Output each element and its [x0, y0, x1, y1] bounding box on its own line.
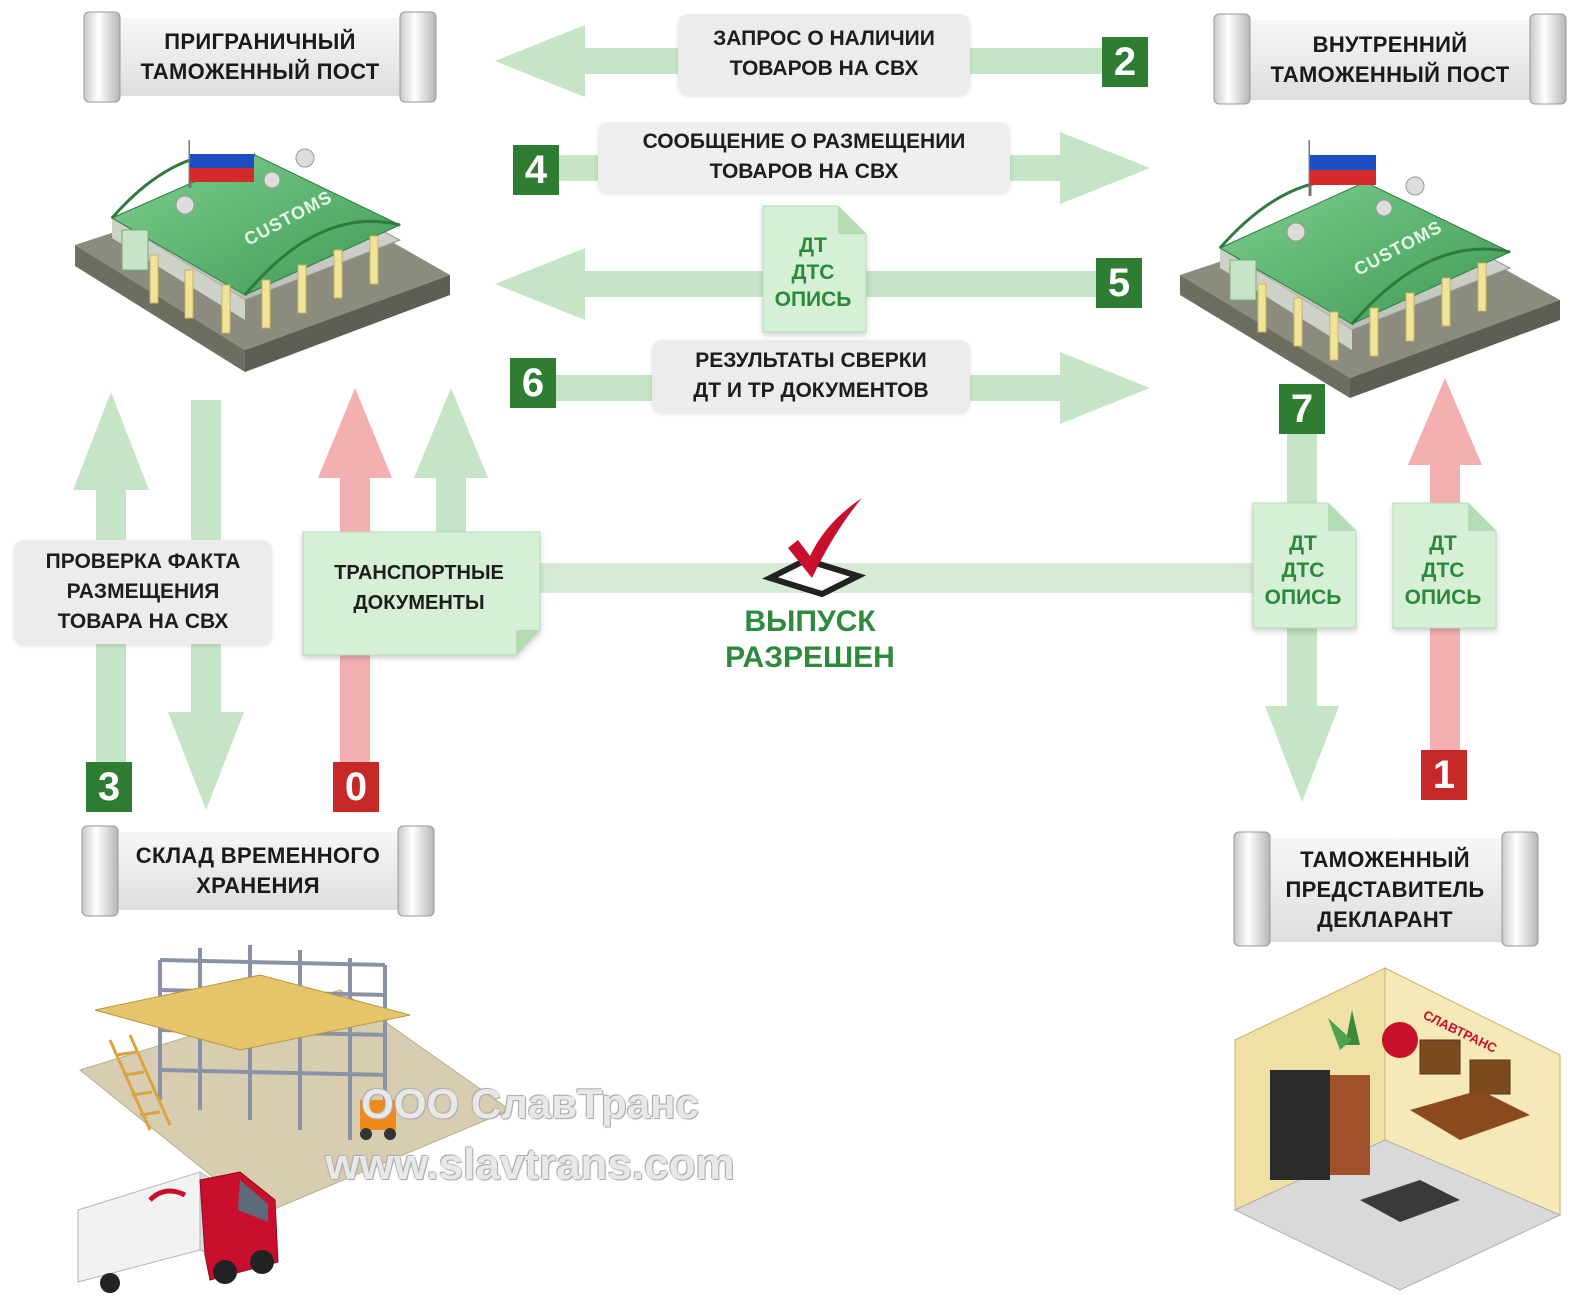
step-badge-4: 4	[513, 145, 559, 195]
scroll-warehouse	[81, 825, 435, 917]
release-line	[540, 563, 1260, 593]
message-request-label: ЗАПРОС О НАЛИЧИИ ТОВАРОВ НА СВХ	[678, 14, 970, 94]
checkmark-icon	[761, 498, 867, 598]
node-border-post-label: ПРИГРАНИЧНЫЙ ТАМОЖЕННЫЙ ПОСТ	[140, 29, 380, 84]
doc-step-5-text: ДТ ДТС ОПИСЬ	[774, 233, 852, 311]
transport-docs-label: ТРАНСПОРТНЫЕ ДОКУМЕНТЫ	[334, 562, 504, 614]
truck-icon	[77, 1171, 279, 1293]
scroll-declarant	[1233, 831, 1539, 947]
step-badge-1: 1	[1421, 750, 1467, 800]
message-reconciliation-label: РЕЗУЛЬТАТЫ СВЕРКИ ДТ И ТР ДОКУМЕНТОВ	[652, 340, 970, 412]
step-badge-6: 6	[510, 358, 556, 408]
declarant-office-icon	[1233, 967, 1562, 1291]
step-badge-2: 2	[1102, 37, 1148, 87]
arrow-transport-up	[414, 388, 488, 540]
message-placement-label: СООБЩЕНИЕ О РАЗМЕЩЕНИИ ТОВАРОВ НА СВХ	[598, 122, 1010, 192]
step-badge-0: 0	[333, 762, 379, 812]
doc-step-1-text: ДТ ДТС ОПИСЬ	[1404, 531, 1482, 609]
doc-step-1	[1392, 502, 1497, 629]
step-badge-5: 5	[1096, 258, 1142, 308]
doc-step-7-text: ДТ ДТС ОПИСЬ	[1264, 531, 1342, 609]
watermark-website: www.slavtrans.com	[325, 1140, 735, 1189]
node-warehouse-label: СКЛАД ВРЕМЕННОГО ХРАНЕНИЯ	[135, 843, 381, 898]
watermark-company: ООО СлавТранс	[361, 1080, 699, 1127]
doc-step-7	[1252, 502, 1357, 629]
step-badge-7: 7	[1279, 384, 1325, 434]
message-check-label: ПРОВЕРКА ФАКТА РАЗМЕЩЕНИЯ ТОВАРА НА СВХ	[14, 540, 272, 644]
scroll-inland-post	[1213, 13, 1567, 105]
warehouse-racks-icon	[78, 945, 512, 1216]
step-badge-3: 3	[86, 762, 132, 812]
customs-building-inland-icon	[1180, 140, 1560, 398]
doc-transport	[302, 531, 541, 656]
scroll-border-post	[83, 11, 437, 103]
customs-building-border-icon	[75, 140, 450, 372]
release-status-label: ВЫПУСК РАЗРЕШЕН	[725, 605, 895, 674]
doc-step-5	[762, 205, 867, 333]
node-inland-post-label: ВНУТРЕННИЙ ТАМОЖЕННЫЙ ПОСТ	[1270, 32, 1510, 87]
node-declarant-label: ТАМОЖЕННЫЙ ПРЕДСТАВИТЕЛЬ ДЕКЛАРАНТ	[1285, 847, 1485, 932]
